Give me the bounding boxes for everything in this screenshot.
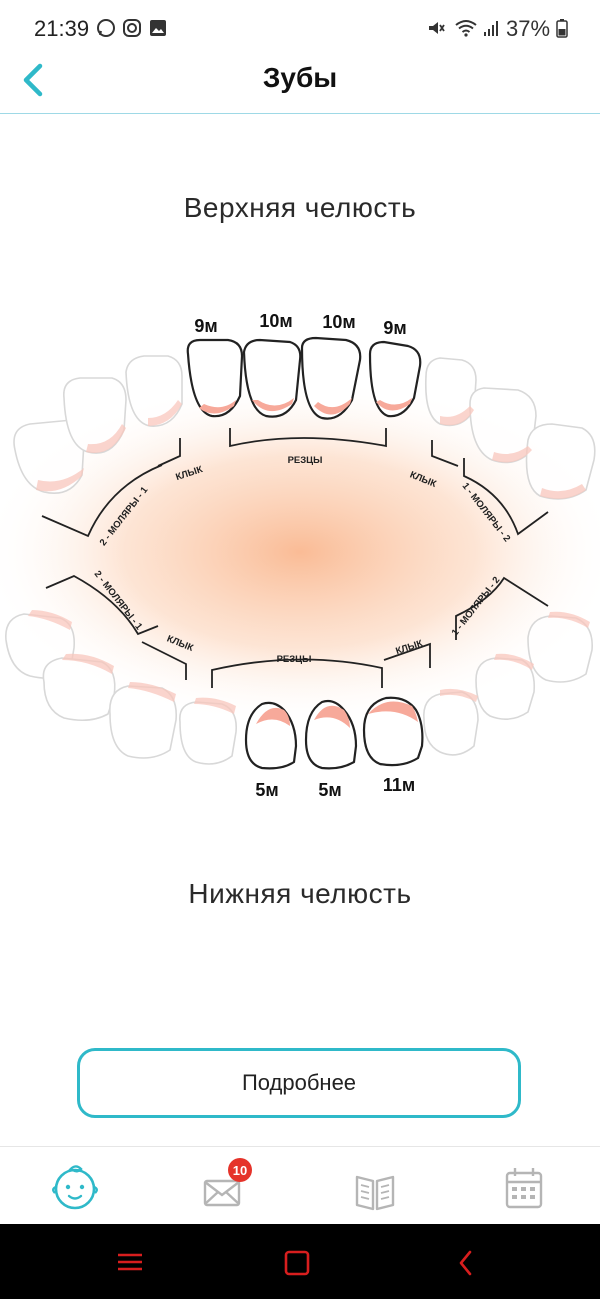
battery-percentage: 37% xyxy=(506,16,551,41)
mute-icon xyxy=(429,22,445,34)
gallery-icon xyxy=(150,20,166,36)
upper-tooth-age-4: 9м xyxy=(383,318,406,338)
lower-brackets xyxy=(45,575,549,688)
book-icon[interactable] xyxy=(345,1159,405,1215)
system-back-icon[interactable] xyxy=(454,1248,478,1278)
upper-age-labels: 9м 10м 10м 9м xyxy=(194,311,406,338)
upper-tooth-age-2: 10м xyxy=(259,311,292,331)
upper-incisors xyxy=(186,336,422,420)
upper-jaw-title: Верхняя челюсть xyxy=(183,192,417,223)
signal-icon xyxy=(484,21,498,36)
wifi-icon xyxy=(455,20,477,37)
lower-jaw-title: Нижняя челюсть xyxy=(188,878,412,909)
whatsapp-icon xyxy=(97,19,115,37)
lower-outer-gums xyxy=(28,610,590,714)
upper-outer-gums xyxy=(36,400,586,499)
mouth-glow xyxy=(0,377,600,727)
upper-incisor-gums xyxy=(199,398,412,415)
upper-incisors-label: РЕЗЦЫ xyxy=(288,455,323,466)
upper-outer-teeth xyxy=(13,355,596,500)
bottom-nav xyxy=(0,1146,600,1225)
lower-age-labels: 5м 5м 11м xyxy=(255,775,415,800)
android-nav-bar xyxy=(0,1224,600,1299)
lower-tooth-age-3: 11м xyxy=(383,775,415,795)
upper-tooth-age-3: 10м xyxy=(322,312,355,332)
lower-tooth-age-2: 5м xyxy=(318,780,341,800)
header: Зубы xyxy=(0,56,600,114)
lower-outer-teeth xyxy=(5,613,593,765)
lower-tooth-age-1: 5м xyxy=(255,780,278,800)
baby-face-icon[interactable] xyxy=(45,1159,105,1215)
page-title: Зубы xyxy=(262,62,338,93)
lower-incisors-label: РЕЗЦЫ xyxy=(277,654,312,665)
battery-icon xyxy=(556,19,568,38)
mail-icon[interactable] xyxy=(192,1159,252,1215)
status-time: 21:39 xyxy=(34,16,90,41)
status-bar: 21:39 37% xyxy=(0,0,600,56)
recent-apps-icon[interactable] xyxy=(114,1250,146,1274)
lower-incisor-gums xyxy=(256,701,418,728)
upper-brackets xyxy=(41,428,549,538)
mail-badge: 10 xyxy=(228,1158,252,1182)
back-button[interactable] xyxy=(18,60,54,100)
upper-tooth-age-1: 9м xyxy=(194,316,217,336)
calendar-icon[interactable] xyxy=(494,1159,554,1215)
jaw-diagram: 9м 10м 10м 9м 5м 5м 11м РЕЗЦЫ КЛЫК КЛЫК … xyxy=(0,311,600,800)
details-button[interactable]: Подробнее xyxy=(77,1048,521,1118)
home-icon[interactable] xyxy=(282,1248,312,1278)
instagram-icon xyxy=(123,19,141,37)
